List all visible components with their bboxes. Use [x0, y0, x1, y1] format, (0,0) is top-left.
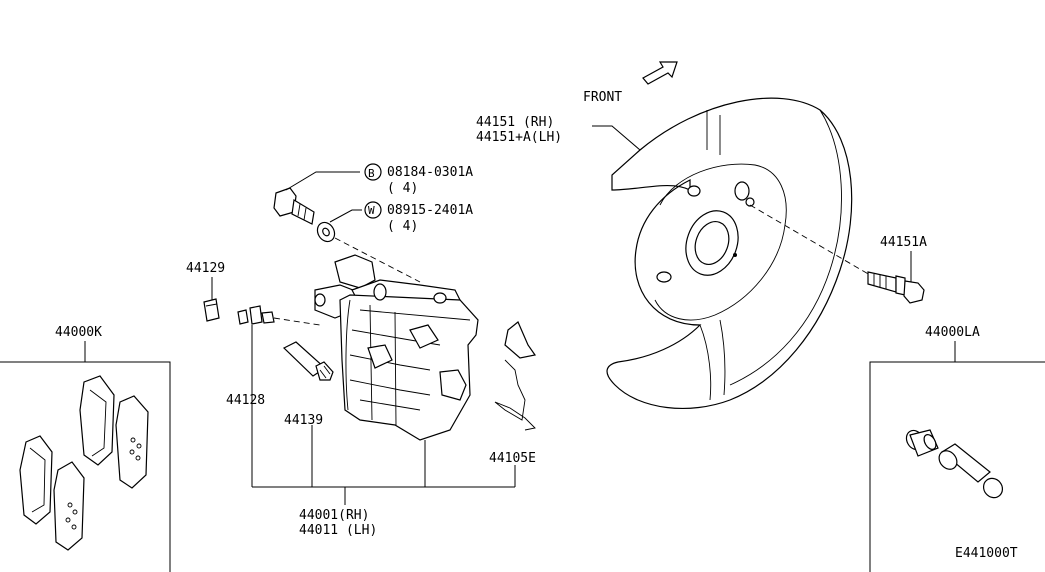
- front-label: FRONT: [583, 90, 622, 105]
- washer-leader: [329, 209, 362, 223]
- bolt-qty-label: ( 4): [387, 181, 418, 196]
- bleeder-screw: [237, 305, 275, 325]
- caliper-bolt: [273, 187, 315, 225]
- caliper-rh-label: 44001(RH): [299, 508, 369, 523]
- shield-bolt: [867, 271, 925, 304]
- spring-label: 44105E: [489, 451, 536, 466]
- bleeder-label: 44128: [226, 393, 265, 408]
- shield-leader-line: [592, 125, 641, 151]
- washer-qty-label: ( 4): [387, 219, 418, 234]
- bolt-code-label: 08184-0301A: [387, 165, 473, 180]
- pin-kit-parts: [905, 429, 1004, 499]
- caliper-lh-label: 44011 (LH): [299, 523, 377, 538]
- washer-marker-text: W: [368, 204, 375, 217]
- washer: [316, 221, 336, 243]
- bolt-leader: [285, 171, 360, 191]
- pad-spring: [494, 321, 537, 431]
- front-arrow-icon: [642, 61, 678, 85]
- brake-pads: [19, 375, 149, 551]
- pin-label: 44139: [284, 413, 323, 428]
- shield-lh-label: 44151+A(LH): [476, 130, 562, 145]
- diagram-code: E441000T: [955, 546, 1018, 561]
- shield-bolt-label: 44151A: [880, 235, 927, 250]
- bolt-marker-text: B: [368, 167, 375, 180]
- cap-label: 44129: [186, 261, 225, 276]
- pin-kit-box: [869, 361, 1045, 572]
- bleeder-cap: [203, 298, 220, 322]
- guide-pin: [282, 341, 334, 381]
- shield-rh-label: 44151 (RH): [476, 115, 554, 130]
- washer-marker-icon: [364, 201, 382, 219]
- bolt-dash-line: [334, 237, 421, 283]
- bolt-marker-icon: [364, 163, 382, 181]
- pad-kit-label: 44000K: [55, 325, 102, 340]
- pin-kit-label: 44000LA: [925, 325, 980, 340]
- shield-bolt-dash-line: [749, 204, 871, 276]
- splash-shield: [606, 97, 853, 409]
- brake-caliper: [314, 254, 479, 441]
- pad-kit-box: [0, 361, 171, 572]
- bleeder-dash-line: [273, 317, 321, 326]
- washer-code-label: 08915-2401A: [387, 203, 473, 218]
